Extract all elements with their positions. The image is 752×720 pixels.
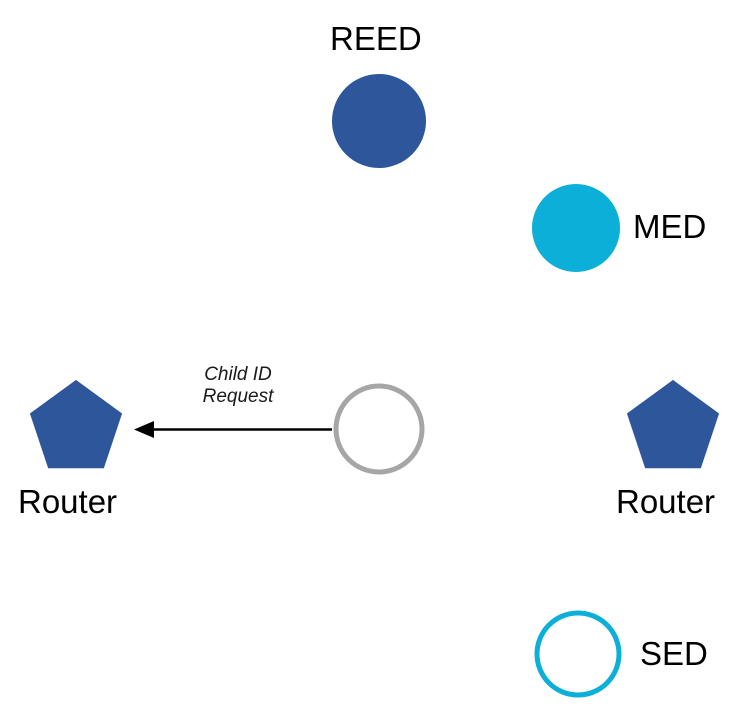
node-label-sed: SED	[640, 635, 708, 672]
router-pentagon-icon	[29, 379, 123, 469]
arrow-left-icon	[134, 421, 332, 438]
node-label-router-left: Router	[18, 483, 118, 520]
sed-circle-icon	[534, 610, 622, 698]
node-router-left[interactable]	[28, 378, 124, 474]
node-sed[interactable]	[534, 610, 622, 698]
med-circle-icon	[532, 184, 620, 272]
edge-label-line-2: Request	[202, 386, 274, 407]
edge-child-id-request	[130, 414, 336, 446]
router-pentagon-icon	[626, 379, 720, 469]
joining-device-circle-icon	[333, 383, 425, 475]
edge-label-child-id-request: Child ID Request	[178, 364, 298, 408]
node-joining-device[interactable]	[333, 383, 425, 475]
node-label-reed: REED	[330, 20, 422, 57]
reed-circle-icon	[332, 74, 426, 168]
node-label-router-right: Router	[616, 483, 716, 520]
node-reed[interactable]	[332, 74, 426, 168]
node-router-right[interactable]	[625, 378, 721, 474]
node-med[interactable]	[532, 184, 620, 272]
node-label-med: MED	[633, 208, 707, 245]
edge-label-line-1: Child ID	[204, 364, 272, 385]
